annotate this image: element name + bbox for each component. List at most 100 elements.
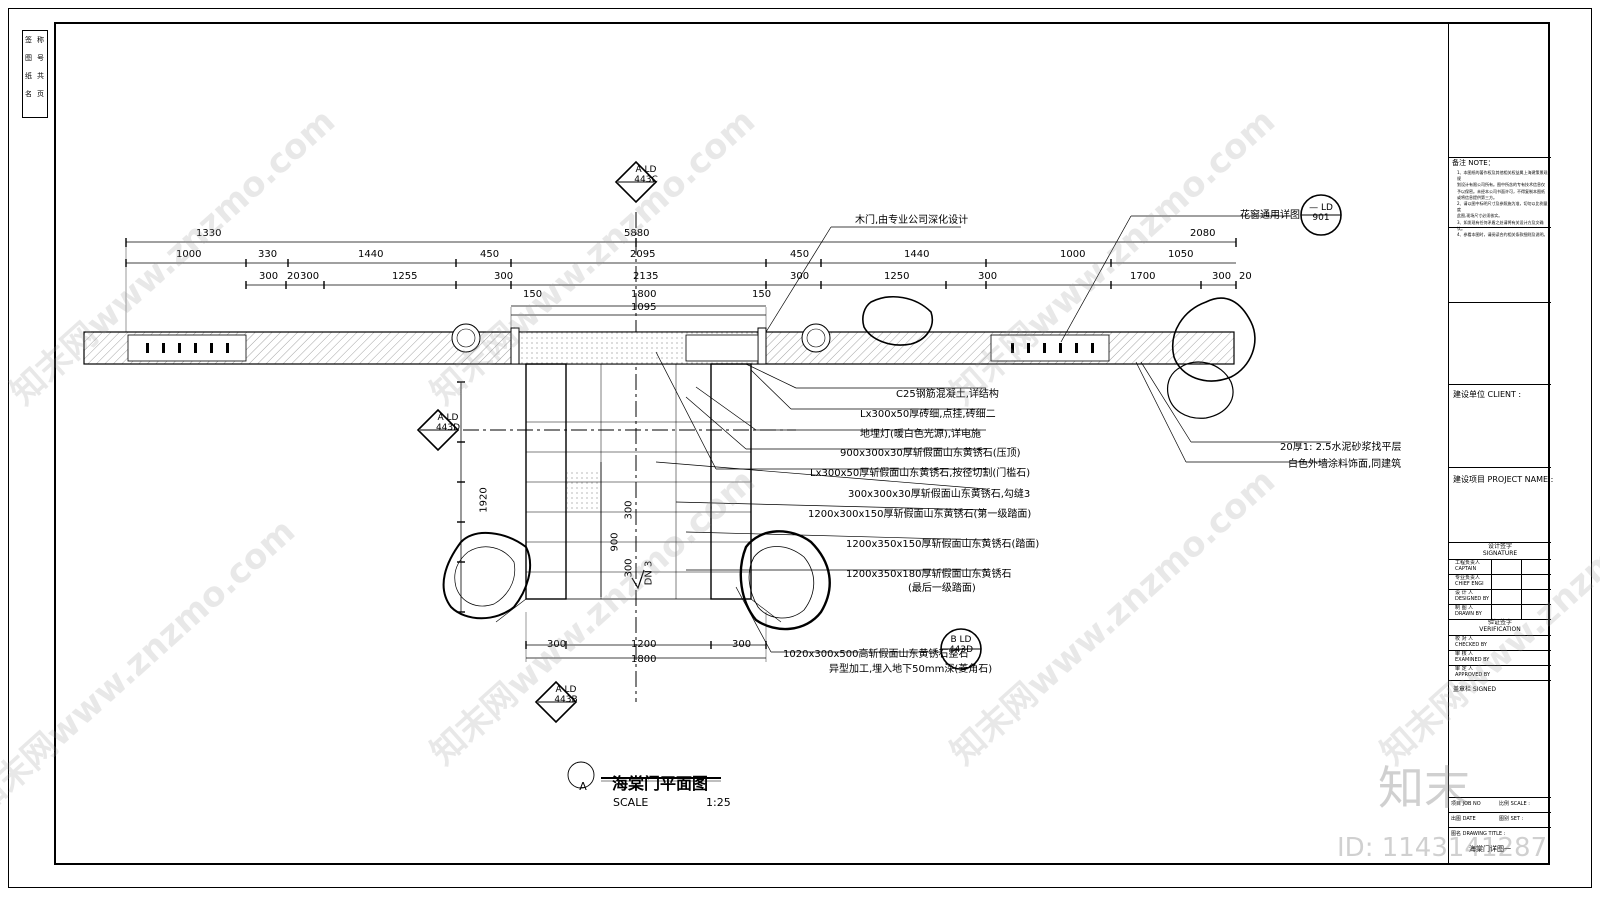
dim-text: 900 (609, 532, 621, 552)
callout-item: 地埋灯(暖白色光源),详电施 (860, 429, 981, 440)
title-block-divider (1449, 797, 1551, 798)
title-block-divider (1449, 542, 1551, 543)
dim-text: 150 (523, 289, 543, 300)
callout-item: Lx300x50厚斩假面山东黄锈石,按径切割(门槛石) (810, 468, 1031, 479)
dim-text: 330 (258, 249, 278, 260)
notes-list: 1、本图纸的著作权及其他相关权益属上海建策景观规 划设计有限公司所有。图中所含的… (1457, 170, 1549, 238)
dim-text: 2135 (633, 271, 659, 282)
title-block-divider (1449, 384, 1551, 385)
drawing-title-label: A (579, 780, 587, 793)
callout-item: 1200x300x150厚斩假面山东黄锈石(第一级踏面) (808, 509, 1032, 520)
watermark-logo: 知末 (1378, 761, 1470, 815)
callout-layer-2: 白色外墙涂料饰面,同建筑 (1288, 459, 1402, 470)
callout-layer-1: 20厚1: 2.5水泥砂浆找平层 (1280, 442, 1402, 453)
dim-text: 1800 (631, 654, 657, 665)
dim-text: 300 (259, 271, 279, 282)
drawing-title-field-label: 图名 DRAWING TITLE : (1451, 831, 1506, 837)
callout-item: 300x300x30厚斩假面山东黄锈石,勾缝3 (848, 489, 1031, 500)
wall-strip (83, 323, 1235, 365)
strip-char: 称 (37, 36, 44, 44)
note-line: 划设计有限公司所有。图中所含的专有技术信息仅 (1457, 182, 1545, 188)
dim-text: 450 (480, 249, 500, 260)
plan-drawing (83, 160, 1342, 789)
dim-text: 300 (978, 271, 998, 282)
dim-text: 1920 (478, 487, 490, 513)
strip-char: 共 (37, 72, 44, 80)
dim-text: 1440 (358, 249, 384, 260)
rocks (442, 296, 1256, 631)
dim-text: 2095 (630, 249, 656, 260)
steps (495, 363, 782, 623)
callout-window-detail: 花窗通用详图 (1240, 210, 1300, 221)
note-line: 予以保密。未经本公司书面许可，不得复制本图纸 (1457, 188, 1545, 194)
stamp-label: 盖章栏 SIGNED (1453, 686, 1497, 693)
note-line: 4、参看本图时，请阅读合约相关条款细则及说明。 (1457, 232, 1548, 238)
callout-item: 1200x350x180厚斩假面山东黄锈石 (846, 569, 1012, 580)
dim-text: 300 (623, 500, 635, 520)
callout-item: (最后一级踏面) (908, 583, 976, 594)
scale-value: 1:25 (706, 796, 731, 809)
note-line: 3、如发现有任何矛盾之处请将有关设计方及文确认。 (1457, 219, 1544, 231)
dim-text: 20 (287, 271, 300, 282)
note-line: 或将信息提供第三方。 (1457, 194, 1497, 200)
title-block-divider (1449, 467, 1551, 468)
roles-column-divider (1491, 559, 1492, 619)
callout-item: C25钢筋混凝土,详结构 (896, 389, 999, 400)
dim-text: 1095 (631, 302, 657, 313)
title-block: 备注 NOTE： 1、本图纸的著作权及其他相关权益属上海建策景观规 划设计有限公… (1448, 22, 1554, 865)
scale-field-label: 比例 SCALE : (1499, 801, 1530, 807)
sheet-border-outer (8, 8, 1592, 888)
callout-item: 1200x350x150厚斩假面山东黄锈石(踏面) (846, 539, 1040, 550)
title-block-divider (1449, 827, 1551, 828)
set-label: 图别 SET : (1499, 816, 1524, 822)
job-no-label: 项目 JOB NO (1451, 801, 1481, 807)
dim-text: 300 (623, 558, 635, 578)
callout-item: 900x300x30厚斩假面山东黄锈石(压顶) (840, 448, 1021, 459)
sheet-border-inner (54, 22, 1550, 865)
dim-text: 1440 (904, 249, 930, 260)
note-heading: 备注 NOTE： (1452, 159, 1495, 167)
title-block-divider (1449, 302, 1551, 303)
note-line: 1、本图纸的著作权及其他相关权益属上海建策景观规 (1457, 170, 1548, 182)
dim-text: 5880 (624, 228, 650, 239)
strip-char: 纸 (25, 72, 32, 80)
dim-text: 150 (752, 289, 772, 300)
dimension-lines (125, 238, 1237, 662)
note-line: 2、请以图中标明尺寸及参照施为准，切勿以比例量度 (1457, 201, 1548, 213)
dim-text: 20 (1239, 271, 1252, 282)
dim-text: 1000 (176, 249, 202, 260)
dim-text: 1000 (1060, 249, 1086, 260)
dim-text: 1255 (392, 271, 418, 282)
callout-stone-2: 异型加工,埋入地下50mm深(菱角石) (829, 664, 993, 675)
dim-text: 300 (547, 639, 567, 650)
scale-label: SCALE (613, 796, 649, 809)
strip-char: 页 (37, 90, 44, 98)
date-label: 出图 DATE (1451, 816, 1476, 822)
title-block-divider (1449, 157, 1551, 158)
title-block-divider (1449, 812, 1551, 813)
project-label: 建设项目 PROJECT NAME : (1453, 475, 1554, 484)
strip-char: 号 (37, 54, 44, 62)
dim-text: 300 (790, 271, 810, 282)
callout-item: Lx300x50厚砖细,点挂,砖细二 (860, 409, 996, 420)
callout-door: 木门,由专业公司深化设计 (855, 215, 969, 226)
dim-text: 300 (300, 271, 320, 282)
stair-direction-label: DN 3 (643, 560, 655, 586)
dim-text: 1330 (196, 228, 222, 239)
client-label: 建设单位 CLIENT : (1453, 390, 1522, 399)
leader-lines (655, 215, 1331, 653)
dim-text: 300 (732, 639, 752, 650)
dim-text: 1800 (631, 289, 657, 300)
note-line: 此图,现场尺寸必须核实。 (1457, 213, 1503, 219)
